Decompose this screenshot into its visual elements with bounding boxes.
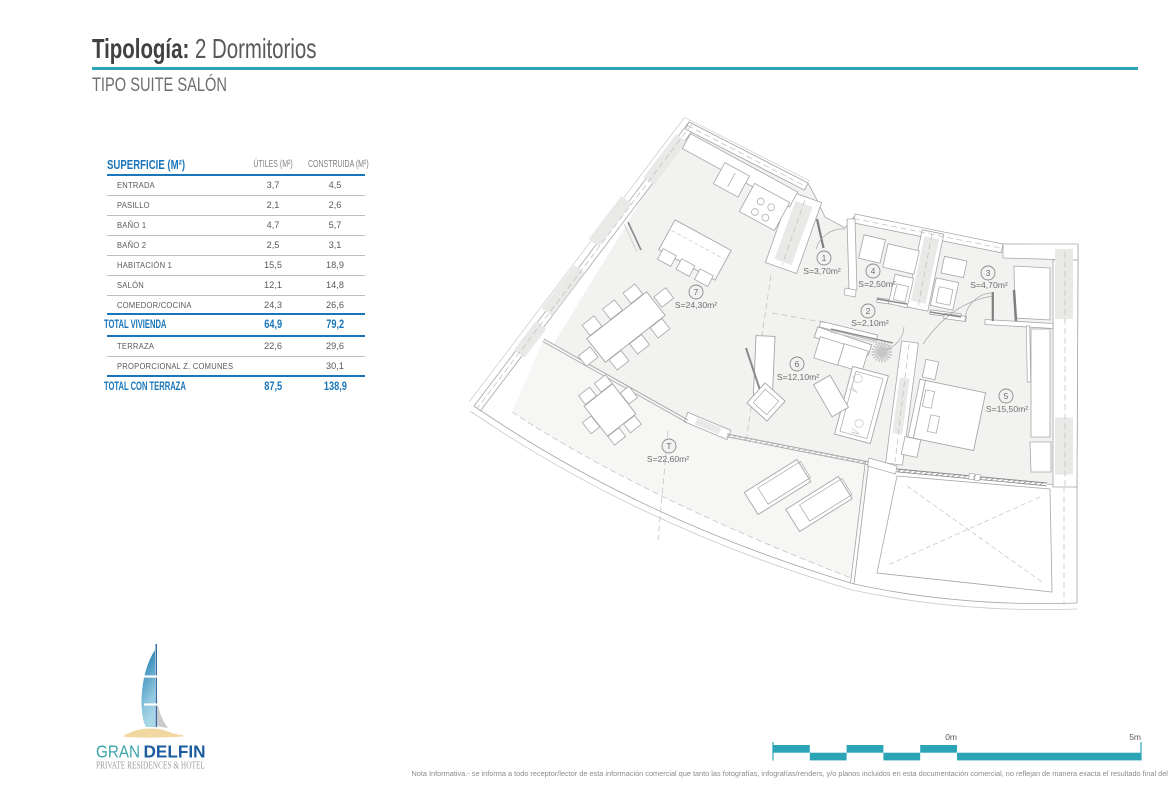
svg-text:3: 3 [986,268,991,278]
svg-text:S=3,70m²: S=3,70m² [803,266,841,276]
svg-text:S=2,10m²: S=2,10m² [851,318,889,328]
svg-text:S=4,70m²: S=4,70m² [970,280,1008,290]
svg-text:S=24,30m²: S=24,30m² [675,300,717,310]
svg-text:5m: 5m [1129,732,1141,742]
svg-text:6: 6 [795,359,800,369]
svg-text:T: T [666,441,671,451]
svg-text:0m: 0m [945,732,957,742]
svg-text:5: 5 [1004,391,1009,401]
svg-text:S=2,50m²: S=2,50m² [858,279,896,289]
svg-text:1: 1 [822,253,827,263]
svg-text:2: 2 [866,306,871,316]
svg-text:7: 7 [694,287,699,297]
svg-text:GRAN: GRAN [96,742,140,762]
svg-text:PRIVATE RESIDENCES & HOTEL: PRIVATE RESIDENCES & HOTEL [96,761,205,772]
svg-text:DELFIN: DELFIN [144,742,206,762]
svg-text:S=22,60m²: S=22,60m² [647,454,689,464]
svg-text:S=15,50m²: S=15,50m² [986,404,1028,414]
svg-text:S=12,10m²: S=12,10m² [777,372,819,382]
svg-text:4: 4 [871,266,876,276]
